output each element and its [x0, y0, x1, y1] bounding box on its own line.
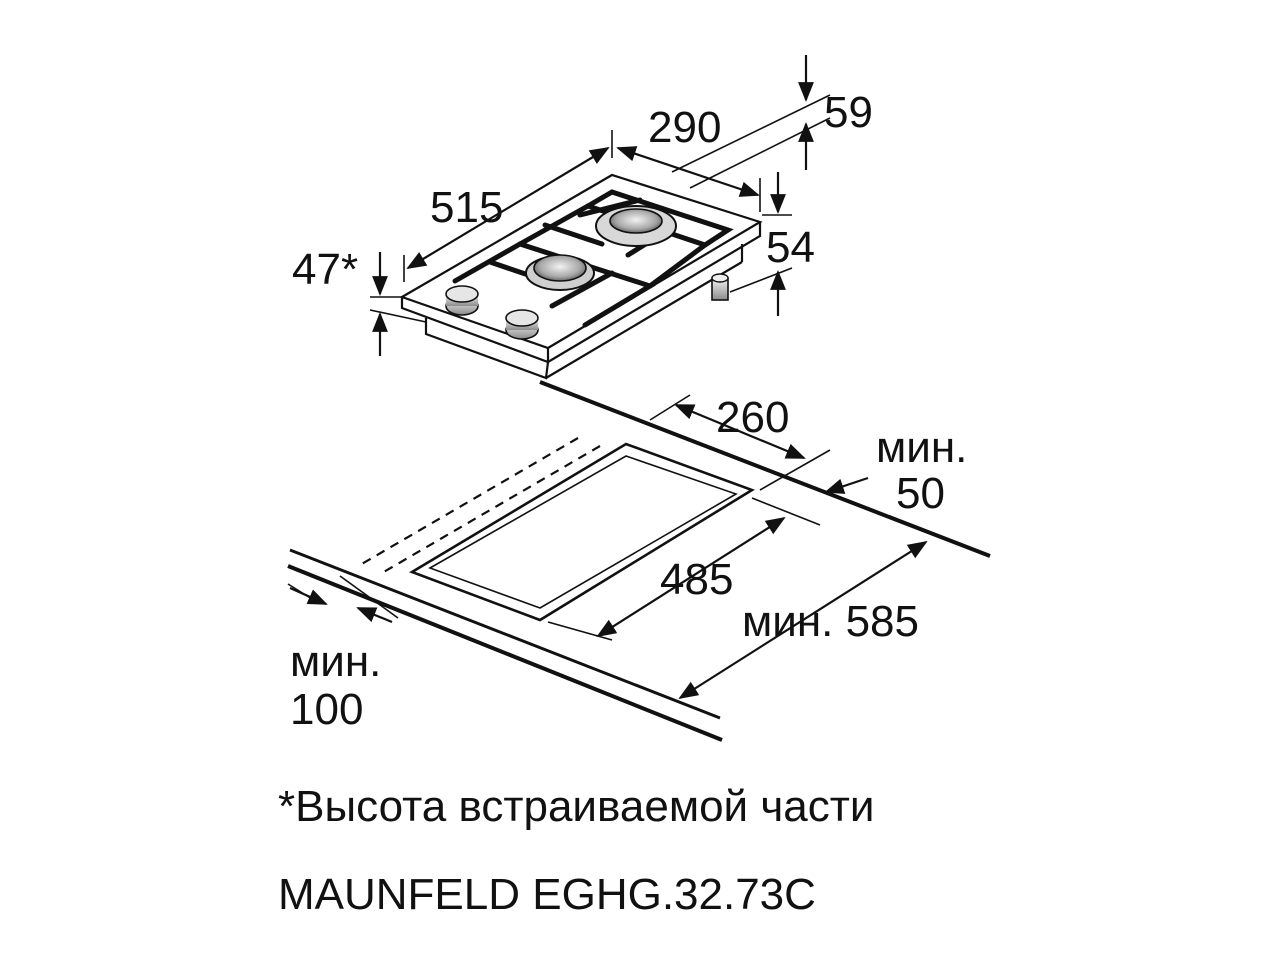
worktop-back-edge	[539, 380, 991, 558]
dim-min-585: мин. 585	[742, 597, 919, 646]
footnote: *Высота встраиваемой части	[278, 782, 875, 831]
cutout-dimensions: 260 мин. 50 485 мин. 585 мин. 100	[287, 393, 967, 734]
dim-290: 290	[648, 103, 721, 152]
hob-dimensions: 515 290 59 54 47*	[292, 55, 873, 356]
dim-54: 54	[766, 223, 815, 272]
knob-left	[445, 285, 479, 316]
dim-min-50-label: мин.	[876, 423, 967, 472]
knob-right	[505, 309, 539, 340]
worktop-front-edge	[289, 548, 721, 720]
gas-connector	[711, 273, 729, 301]
dim-515: 515	[430, 183, 503, 232]
dim-260: 260	[716, 393, 789, 442]
hob-front-edge	[400, 297, 550, 364]
dim-min-100-label: мин.	[290, 637, 381, 686]
burner-back	[595, 205, 677, 247]
dim-485: 485	[660, 555, 733, 604]
dim-59: 59	[824, 88, 873, 137]
dim-min-100-value: 100	[290, 685, 363, 734]
cutout	[409, 442, 755, 622]
worktop-drawing	[287, 380, 991, 742]
hob-side-edge	[547, 222, 762, 363]
dim-min-50-value: 50	[896, 469, 945, 518]
hob-body	[424, 318, 550, 380]
dim-47: 47*	[292, 245, 358, 294]
burner-front	[525, 254, 595, 291]
model-name: MAUNFELD EGHG.32.73C	[278, 870, 816, 919]
